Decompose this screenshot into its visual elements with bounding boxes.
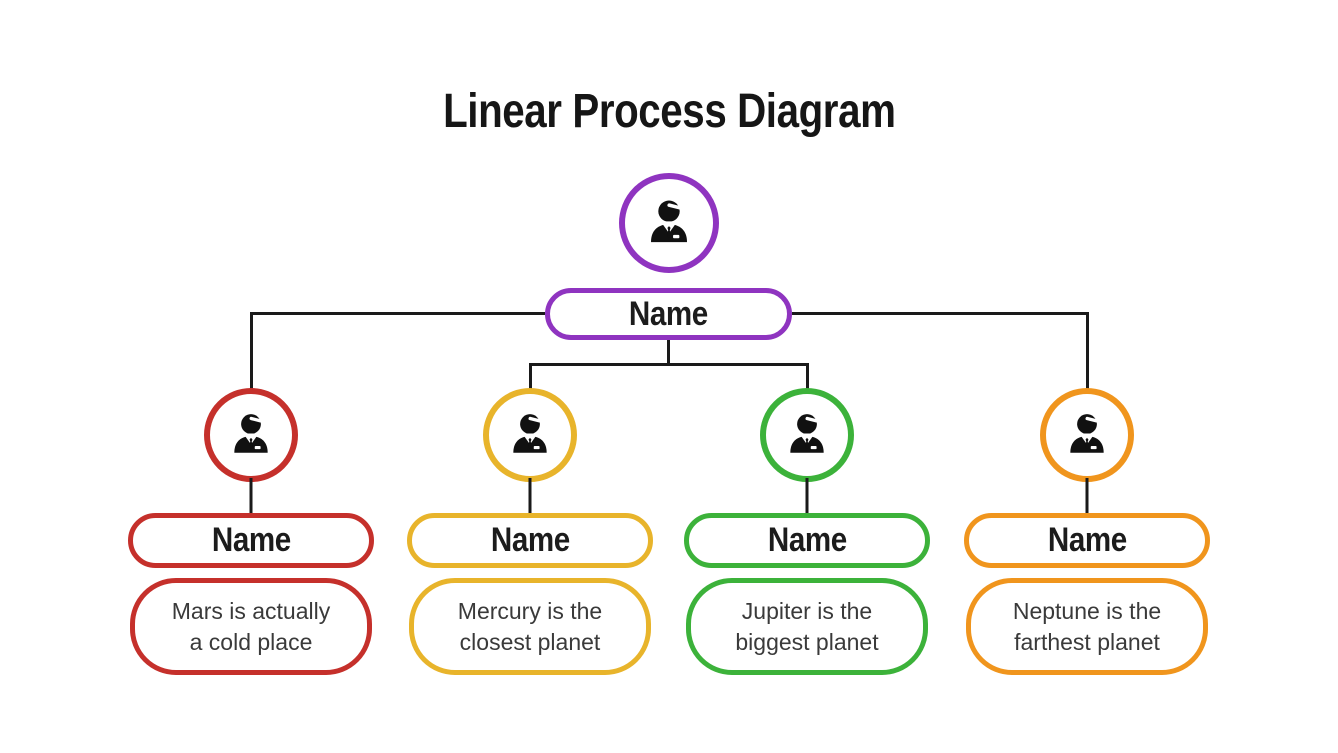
child-1-name-label: Name (211, 521, 291, 559)
connector-middle-stub (667, 338, 670, 366)
child-node-4: Name Neptune is the farthest planet (964, 388, 1210, 675)
child-4-name-pill: Name (964, 513, 1210, 568)
connector-right-horizontal (792, 312, 1089, 315)
child-2-description-line-2: closest planet (459, 628, 601, 655)
businessman-icon (505, 410, 555, 460)
page-title: Linear Process Diagram (0, 84, 1338, 139)
child-node-3: Name Jupiter is the biggest planet (684, 388, 930, 675)
child-2-avatar-circle (483, 388, 577, 482)
connector-left-horizontal (250, 312, 545, 315)
child-3-description-box: Jupiter is the biggest planet (686, 578, 928, 675)
connector-left-vertical (250, 312, 253, 390)
child-1-description-line-1: Mars is actually (171, 597, 331, 624)
root-node: Name (545, 173, 792, 340)
child-3-connector-stub (805, 478, 809, 514)
child-3-name-label: Name (767, 521, 847, 559)
child-node-2: Name Mercury is the closest planet (407, 388, 653, 675)
child-3-description-line-2: biggest planet (735, 628, 879, 655)
child-3-description-line-1: Jupiter is the (741, 597, 873, 624)
child-2-connector-stub (528, 478, 532, 514)
businessman-icon (226, 410, 276, 460)
child-1-description-line-2: a cold place (189, 628, 313, 655)
businessman-icon (782, 410, 832, 460)
child-2-description-line-1: Mercury is the (457, 597, 603, 624)
child-2-name-pill: Name (407, 513, 653, 568)
child-1-avatar-circle (204, 388, 298, 482)
businessman-icon (1062, 410, 1112, 460)
connector-right-vertical (1086, 312, 1089, 390)
child-1-connector-stub (249, 478, 253, 514)
child-1-description-box: Mars is actually a cold place (130, 578, 372, 675)
businessman-icon (642, 196, 696, 250)
connector-middle-horizontal (529, 363, 809, 366)
page-title-text: Linear Process Diagram (442, 85, 896, 139)
child-3-name-pill: Name (684, 513, 930, 568)
child-4-description-line-2: farthest planet (1014, 628, 1160, 655)
root-name-label: Name (629, 294, 708, 333)
child-4-connector-stub (1085, 478, 1089, 514)
child-4-description-box: Neptune is the farthest planet (966, 578, 1208, 675)
child-1-name-pill: Name (128, 513, 374, 568)
child-4-description-line-1: Neptune is the (1012, 597, 1162, 624)
child-4-avatar-circle (1040, 388, 1134, 482)
child-2-name-label: Name (490, 521, 570, 559)
child-2-description-box: Mercury is the closest planet (409, 578, 651, 675)
root-name-pill: Name (545, 288, 792, 340)
child-node-1: Name Mars is actually a cold place (128, 388, 374, 675)
child-3-avatar-circle (760, 388, 854, 482)
connector-inner-left-vertical (529, 363, 532, 390)
connector-inner-right-vertical (806, 363, 809, 390)
child-4-name-label: Name (1047, 521, 1127, 559)
root-avatar-circle (618, 173, 719, 273)
